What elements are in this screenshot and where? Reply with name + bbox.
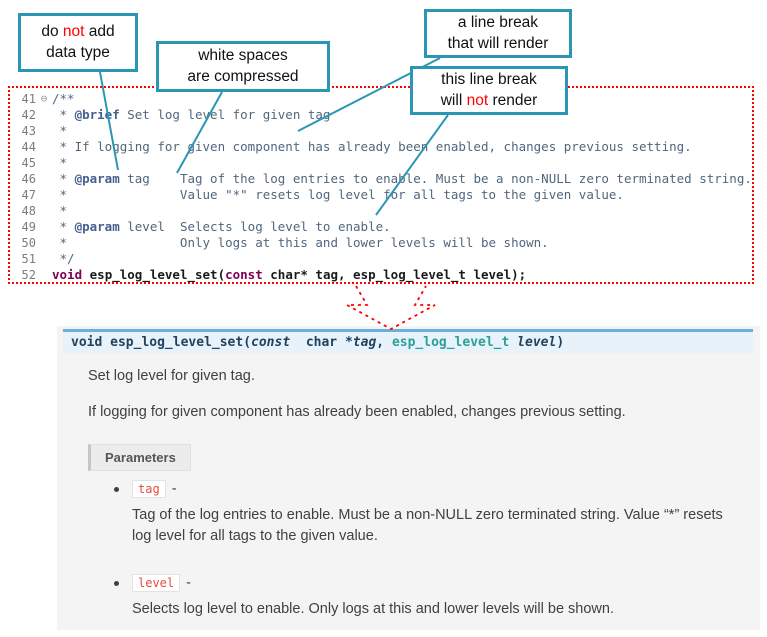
code-line: 43 * [10,123,752,139]
code-text: * [52,123,68,138]
param-item: tag- Tag of the log entries to enable. Mu… [114,480,742,546]
callout-line: data type [46,43,110,61]
code-text: * @param level Selects log level to enab… [52,219,391,234]
callout-line: white spaces [198,47,288,65]
code-line: 44 * If logging for given component has … [10,139,752,155]
code-line: 52 void esp_log_level_set(const char* tag… [10,267,752,283]
fold-gutter [36,107,52,123]
fold-gutter [36,123,52,139]
code-line: 50 * Only logs at this and lower levels … [10,235,752,251]
line-number: 52 [21,268,36,282]
callout-line: will not render [440,91,538,109]
callout-line: that will render [447,34,549,52]
line-number: 50 [21,236,36,250]
line-number: 41 [21,92,36,106]
callout-line: this line break [441,71,537,89]
code-text: * [52,203,68,218]
code-text: * Value "*" resets log level for all tag… [52,187,624,202]
callout-line: a line break [457,14,539,32]
param-name-chip: tag [132,480,166,498]
callout-line: are compressed [187,67,299,85]
line-number: 42 [21,108,36,122]
code-line: 47 * Value "*" resets log level for all … [10,187,752,203]
param-item: level- Selects log level to enable. Only … [114,574,742,620]
param-head: tag- [114,480,742,498]
function-signature: void esp_log_level_set(const char *tag, … [63,329,753,353]
code-lines: 41⊖/**42 * @brief Set log level for give… [10,91,752,283]
code-line: 45 * [10,155,752,171]
docs-description-text: If logging for given component has alrea… [88,404,626,420]
code-text: * If logging for given component has alr… [52,139,692,154]
parameters-heading: Parameters [88,444,191,471]
line-number: 49 [21,220,36,234]
code-text: * @brief Set log level for given tag [52,107,331,122]
down-arrow-icon [346,285,436,331]
bullet-icon [114,486,119,492]
code-text: /** [52,91,75,106]
rendered-docs-panel: void esp_log_level_set(const char *tag, … [57,326,760,630]
line-number: 51 [21,252,36,266]
line-number: 44 [21,140,36,154]
line-number: 45 [21,156,36,170]
fold-gutter [36,235,52,251]
line-number: 47 [21,188,36,202]
callout-line: do not add [41,23,115,41]
code-editor: 41⊖/**42 * @brief Set log level for give… [8,86,754,284]
fold-gutter [36,219,52,235]
line-number: 46 [21,172,36,186]
code-line: 41 ⊖ /** [10,91,752,107]
code-text: * @param tag Tag of the log entries to e… [52,171,752,186]
fold-gutter [36,155,52,171]
fold-gutter [36,187,52,203]
fold-gutter [36,171,52,187]
parameters-list: tag-Tag of the log entries to enable. Mu… [114,480,742,637]
code-line: 42 * @brief Set log level for given tag [10,107,752,123]
callout-no-data-type: do not add data type [18,13,138,72]
docs-brief-text: Set log level for given tag. [88,368,255,384]
bullet-icon [114,580,119,586]
code-text: * Only logs at this and lower levels wil… [52,235,549,250]
code-line: 48 * [10,203,752,219]
fold-gutter [36,139,52,155]
code-line: 51 */ [10,251,752,267]
fold-gutter [36,203,52,219]
line-number: 48 [21,204,36,218]
fold-collapse-icon[interactable]: ⊖ [40,92,48,105]
param-head: level- [114,574,742,593]
callout-line-break-renders: a line break that will render [424,9,572,58]
param-separator: - [171,481,177,497]
fold-gutter [36,251,52,267]
fold-gutter [36,267,52,283]
param-description: Selects log level to enable. Only logs a… [132,601,614,618]
param-name-chip: level [132,574,181,593]
code-line: 49 * @param level Selects log level to e… [10,219,752,235]
param-description: Tag of the log entries to enable. Must b… [132,507,723,544]
line-number: 43 [21,124,36,138]
code-text: */ [52,251,75,266]
callout-line-break-not-render: this line break will not render [410,66,568,115]
code-line: 46 * @param tag Tag of the log entries t… [10,171,752,187]
param-separator: - [186,575,191,592]
code-text: void esp_log_level_set(const char* tag, … [52,267,527,282]
callout-white-spaces-compressed: white spaces are compressed [156,41,330,92]
code-text: * [52,155,68,170]
